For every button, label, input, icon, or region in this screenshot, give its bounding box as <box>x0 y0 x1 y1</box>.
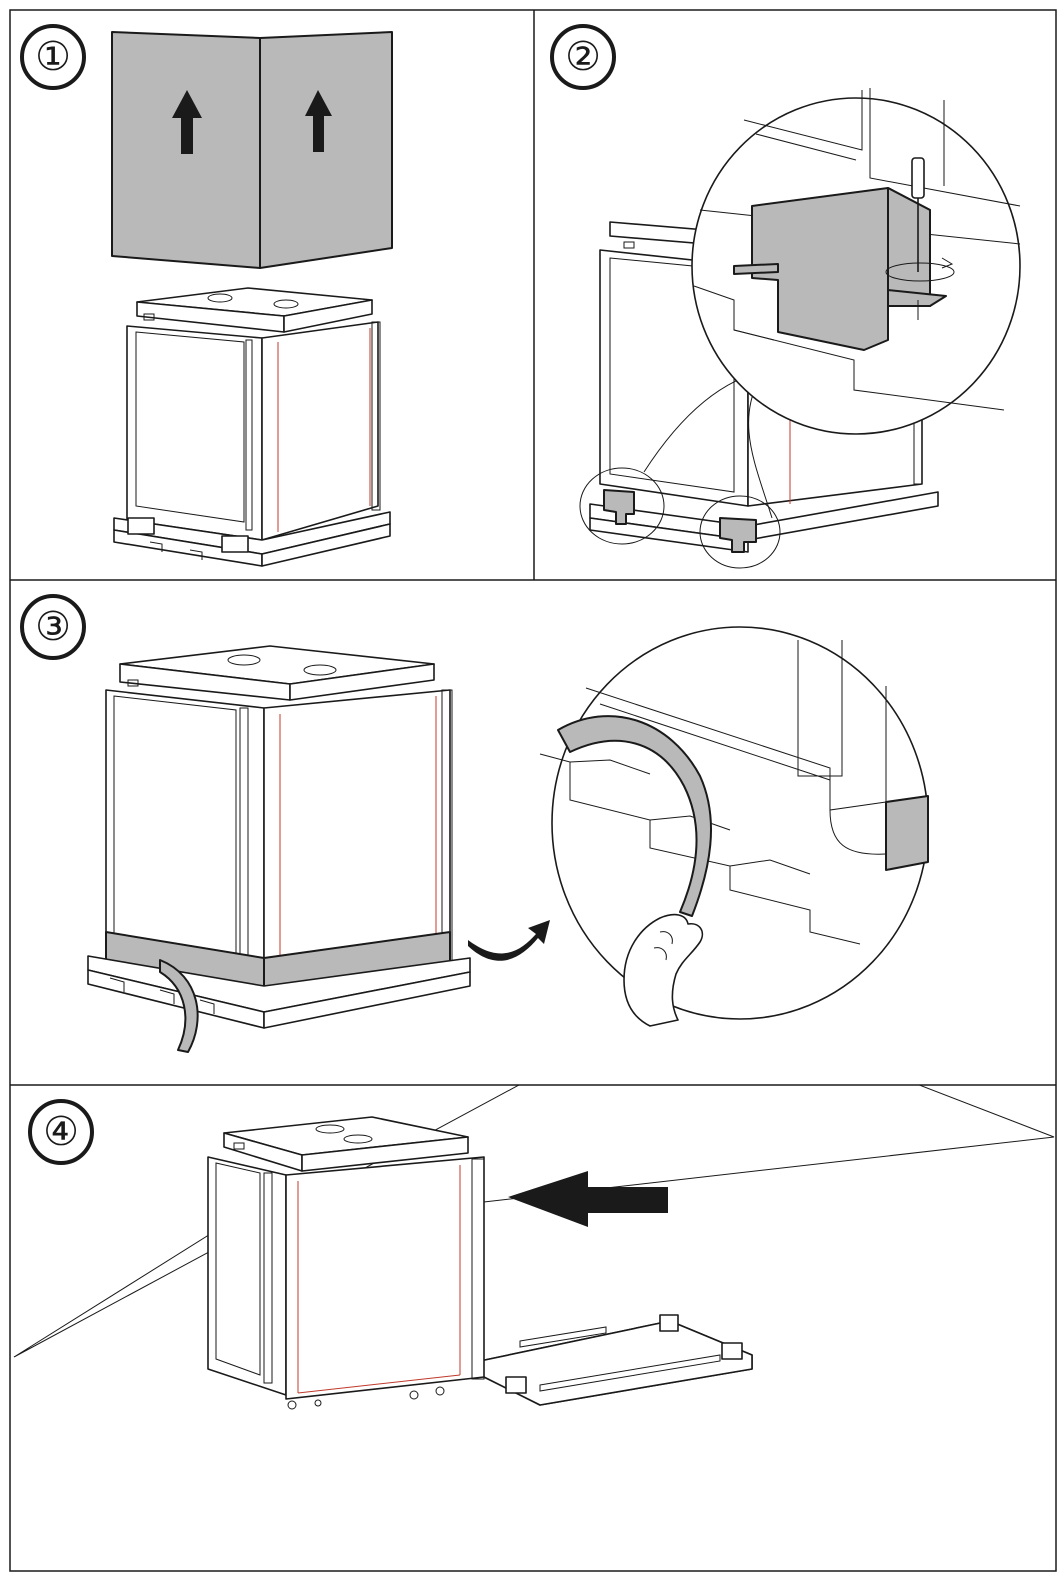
remove-carton-upward-icon <box>111 31 393 567</box>
step-4-number: ④ <box>28 1099 94 1165</box>
step-1-number: ① <box>20 24 86 90</box>
step-2-number: ② <box>550 24 616 90</box>
step-3-number: ③ <box>20 594 86 660</box>
step-4-panel: ④ <box>10 1085 1056 1571</box>
unscrew-corner-brackets-icon <box>579 88 1021 569</box>
step-3-panel: ③ <box>10 580 1056 1085</box>
step-1-panel: ① <box>10 10 534 580</box>
peel-off-base-strip-icon <box>87 626 929 1053</box>
slide-cabinet-off-pallet-icon <box>13 1085 1055 1410</box>
step-2-panel: ② <box>534 10 1056 580</box>
